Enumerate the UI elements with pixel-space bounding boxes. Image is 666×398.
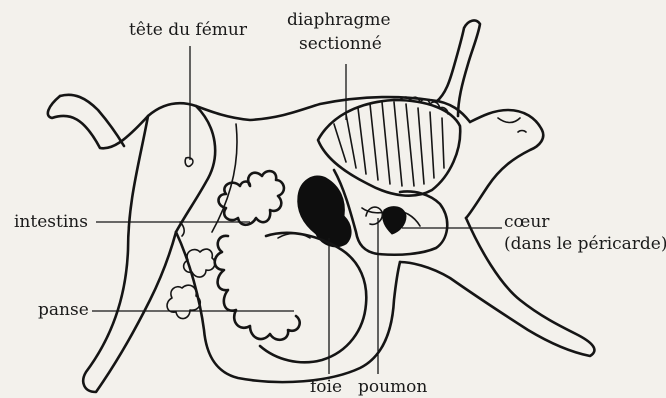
rumen-shape — [260, 233, 366, 362]
label-diaphragm-2: sectionné — [299, 34, 382, 54]
eye — [518, 131, 526, 133]
hind-leg-upper — [60, 95, 124, 146]
label-lung: poumon — [358, 377, 427, 397]
thigh-curve — [176, 106, 215, 232]
ear — [498, 118, 520, 123]
label-rumen: panse — [38, 300, 89, 320]
intestines-shape — [219, 171, 284, 225]
label-femur-head: tête du fémur — [129, 20, 247, 40]
lung-shape — [366, 207, 382, 224]
intestines-lower — [215, 236, 300, 340]
femur-head-mark — [185, 158, 193, 167]
hind-leg-lower — [83, 116, 176, 392]
neck-head — [466, 110, 543, 218]
label-heart-2: (dans le péricarde) — [504, 234, 666, 254]
heart-shape — [383, 207, 406, 234]
label-liver: foie — [310, 377, 342, 397]
intestines-coil — [167, 285, 200, 318]
label-diaphragm-1: diaphragme — [287, 10, 391, 30]
label-heart-1: cœur — [504, 212, 549, 232]
label-intestines: intestins — [14, 212, 88, 232]
